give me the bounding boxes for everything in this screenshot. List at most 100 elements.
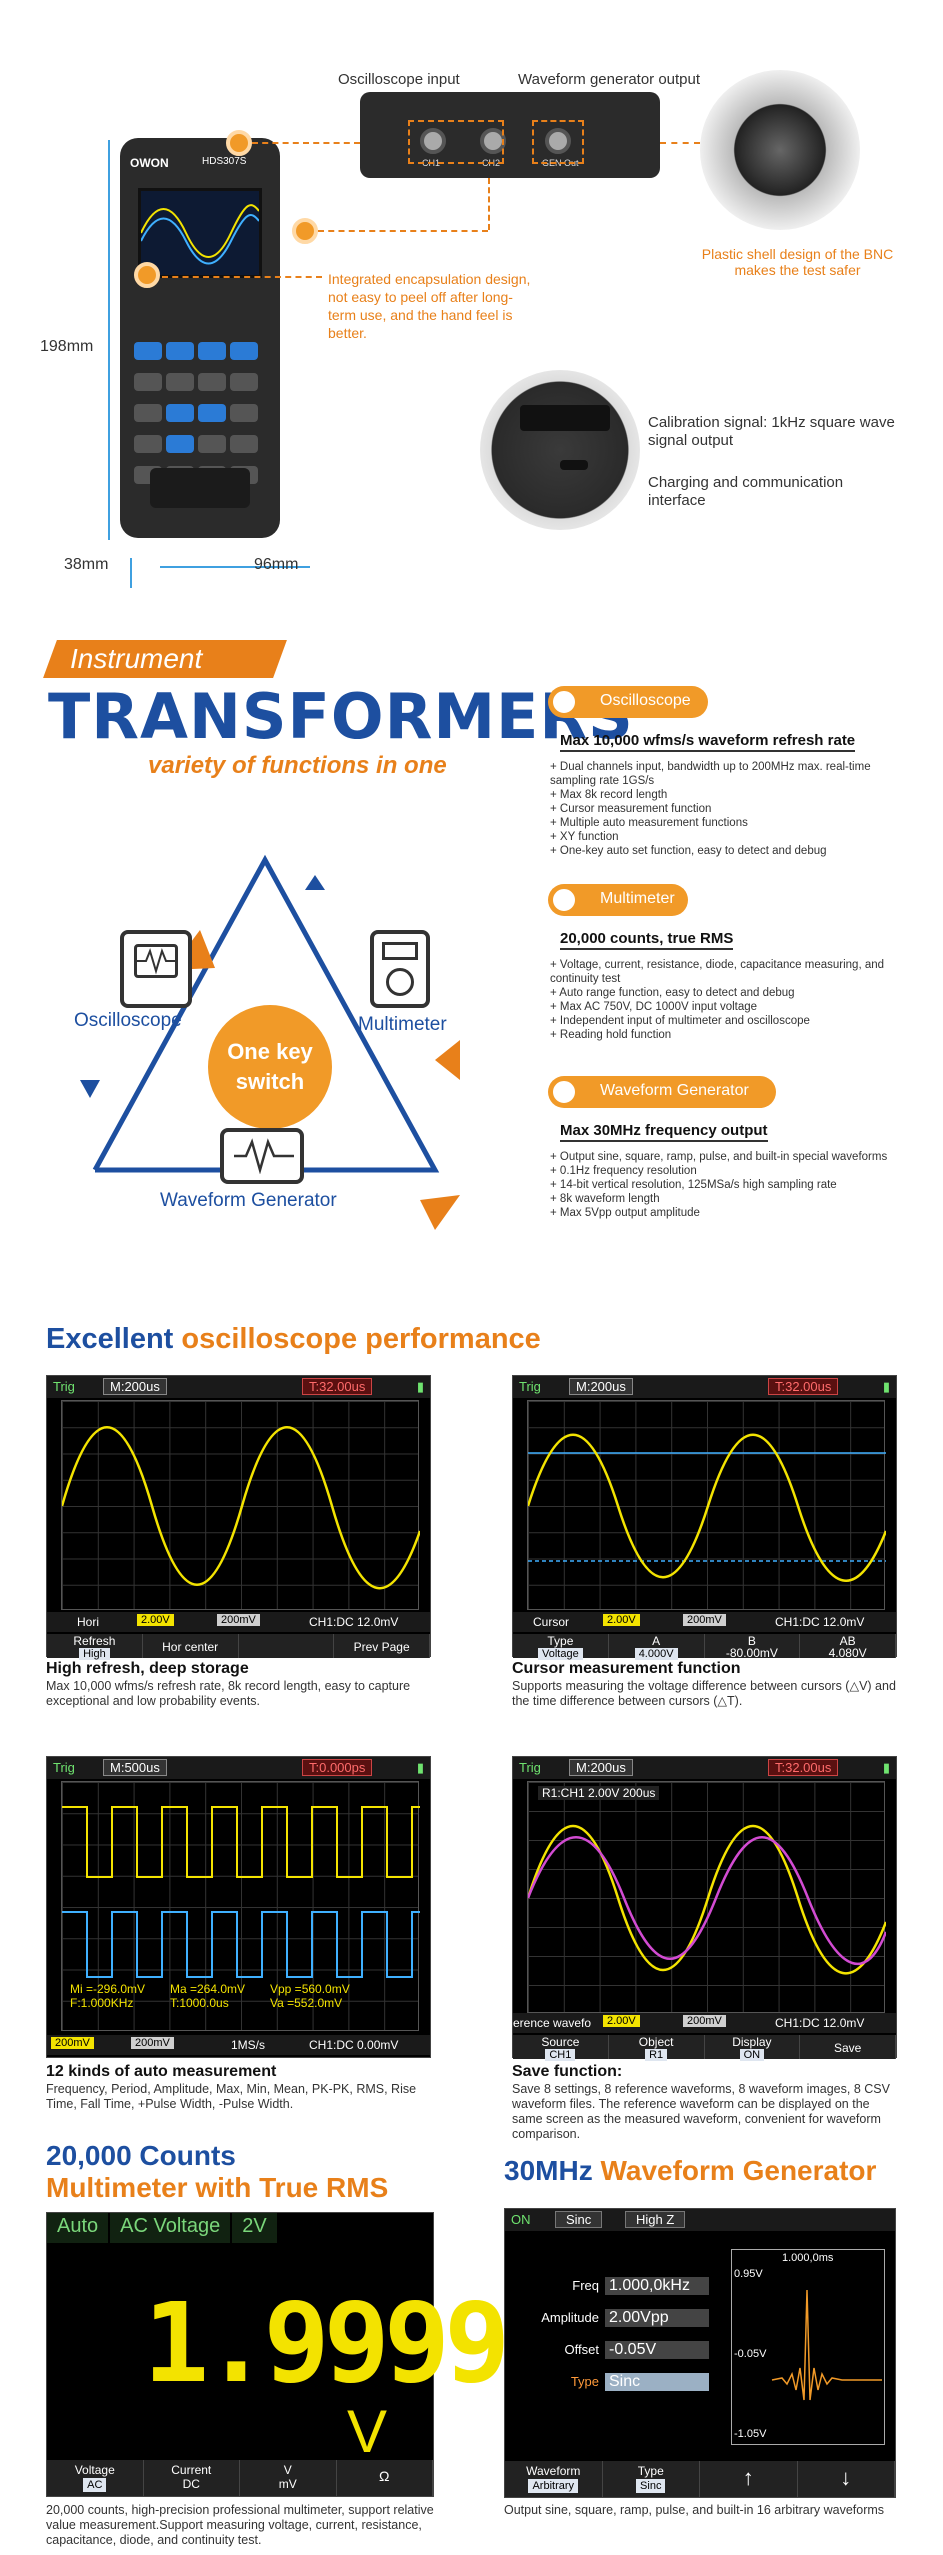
osc-wave-icon: [136, 947, 176, 975]
side-port: [520, 405, 610, 431]
menu-empty: [239, 1634, 335, 1658]
ref-label: R1:CH1 2.00V 200us: [538, 1786, 660, 1800]
caption-refresh-body: Max 10,000 wfms/s refresh rate, 8k recor…: [46, 1679, 411, 1708]
scope-waveform: [60, 1426, 422, 1590]
battery-icon: ▮: [882, 1760, 890, 1775]
pointer-screen: [292, 218, 318, 244]
headline-waveform-generator: Max 30MHz frequency output: [560, 1122, 768, 1142]
device-screen-wave: [140, 204, 260, 265]
node-oscilloscope-label: Oscilloscope: [74, 1010, 182, 1031]
transformers-subtitle: variety of functions in one: [148, 752, 447, 779]
caption-measure-body: Frequency, Period, Amplitude, Max, Min, …: [46, 2082, 417, 2111]
headline-oscilloscope: Max 10,000 wfms/s waveform refresh rate: [560, 732, 856, 752]
multimeter-icon: [370, 930, 430, 1008]
wg-impedance: High Z: [625, 2211, 686, 2228]
osc-input-label: Oscilloscope input: [338, 71, 460, 88]
mm-mode: AC Voltage: [110, 2213, 231, 2243]
wg-caption: Output sine, square, ramp, pulse, and bu…: [504, 2503, 885, 2517]
wg-wave-icon: [234, 1138, 294, 1174]
section3-title: Excellent oscilloscope performance: [46, 1323, 541, 1355]
pointer-top: [226, 130, 252, 156]
node-wg-label: Waveform Generator: [160, 1190, 337, 1211]
caption-save-body: Save 8 settings, 8 reference waveforms, …: [512, 2082, 890, 2141]
caption-cursor-body: Supports measuring the voltage differenc…: [512, 1679, 896, 1708]
caption-measure-title: 12 kinds of auto measurement: [46, 2063, 277, 2080]
charging-text: Charging and communication interface: [648, 474, 844, 509]
menu-save[interactable]: Save: [800, 2035, 896, 2059]
banner-text: Instrument: [70, 643, 203, 674]
scope-waveform: [526, 1433, 888, 1582]
badge-oscilloscope: Oscilloscope: [548, 686, 708, 718]
multimeter-title: 20,000 Counts Multimeter with True RMS: [46, 2140, 389, 2203]
dim-height: 198mm: [40, 338, 94, 355]
oscilloscope-badge-icon: [550, 688, 578, 716]
list-oscilloscope: Dual channels input, bandwidth up to 200…: [550, 760, 890, 858]
wg-menu-down[interactable]: ↓: [798, 2461, 895, 2497]
wg-offset-row[interactable]: Offset-0.05V: [527, 2341, 709, 2359]
menu-prev-page[interactable]: Prev Page: [334, 1634, 430, 1658]
mm-range-auto: Auto: [47, 2213, 109, 2243]
side-photo: [480, 370, 640, 530]
integrated-text: Integrated encapsulation design, not eas…: [328, 271, 531, 341]
wg-preview: 1.000,0ms 0.95V -0.05V -1.05V: [731, 2249, 885, 2445]
wg-menu-up[interactable]: ↑: [700, 2461, 798, 2497]
arrow-down-icon: ↓: [840, 2465, 852, 2490]
menu-hor-center[interactable]: Hor center: [143, 1634, 239, 1658]
multimeter-caption: 20,000 counts, high-precision profession…: [46, 2503, 434, 2547]
transformers-title: TRANSFORMERS: [48, 680, 634, 753]
menu-cursor-b[interactable]: B-80.00mV: [705, 1634, 801, 1659]
scope-screen-cursor: Trig M:200us T:32.00us ▮ Cursor 2.00V 20…: [512, 1375, 897, 1660]
caption-refresh-title: High refresh, deep storage: [46, 1660, 249, 1677]
scope-waveform: [526, 1824, 888, 1975]
calibration-text: Calibration signal: 1kHz square wave sig…: [648, 414, 895, 449]
battery-icon: ▮: [416, 1760, 424, 1775]
pointer-body: [134, 262, 160, 288]
bnc-ch1: [420, 128, 446, 154]
node-multimeter-label: Multimeter: [358, 1014, 447, 1035]
list-waveform-generator: Output sine, square, ramp, pulse, and bu…: [550, 1150, 890, 1220]
battery-icon: ▮: [416, 1379, 424, 1394]
mm-reading: 1.9999: [143, 2279, 510, 2407]
multimeter-badge-icon: [550, 886, 578, 914]
dim-depth: 38mm: [64, 556, 109, 573]
arrow-up-icon: ↑: [742, 2465, 754, 2490]
mm-range: 2V: [232, 2213, 277, 2243]
device-screen: [138, 188, 262, 278]
scope-screen-save: Trig M:200us T:32.00us ▮ R1:CH1 2.00V 20…: [512, 1756, 897, 2061]
badge-multimeter: Multimeter: [548, 884, 688, 916]
bnc-photo: [700, 70, 860, 230]
bnc-gen: [545, 128, 571, 154]
wg-sinc-wave: [771, 2289, 882, 2401]
list-multimeter: Voltage, current, resistance, diode, cap…: [550, 958, 890, 1042]
top-view-device: CH1 CH2 GEN Out: [360, 92, 660, 178]
badge-waveform-generator: Waveform Generator: [548, 1076, 776, 1108]
mm-menu-ohm[interactable]: Ω: [337, 2460, 433, 2496]
plastic-shell-text: Plastic shell design of the BNC makes th…: [701, 246, 894, 278]
waveform-generator-title: 30MHz Waveform Generator: [504, 2155, 877, 2186]
wg-on-state: ON: [511, 2212, 531, 2227]
device-model: HDS307S: [202, 156, 247, 167]
battery-icon: ▮: [882, 1379, 890, 1394]
headline-multimeter: 20,000 counts, true RMS: [560, 930, 734, 950]
wave-out-label: Waveform generator output: [518, 71, 701, 88]
waveform-generator-icon: [220, 1128, 304, 1184]
